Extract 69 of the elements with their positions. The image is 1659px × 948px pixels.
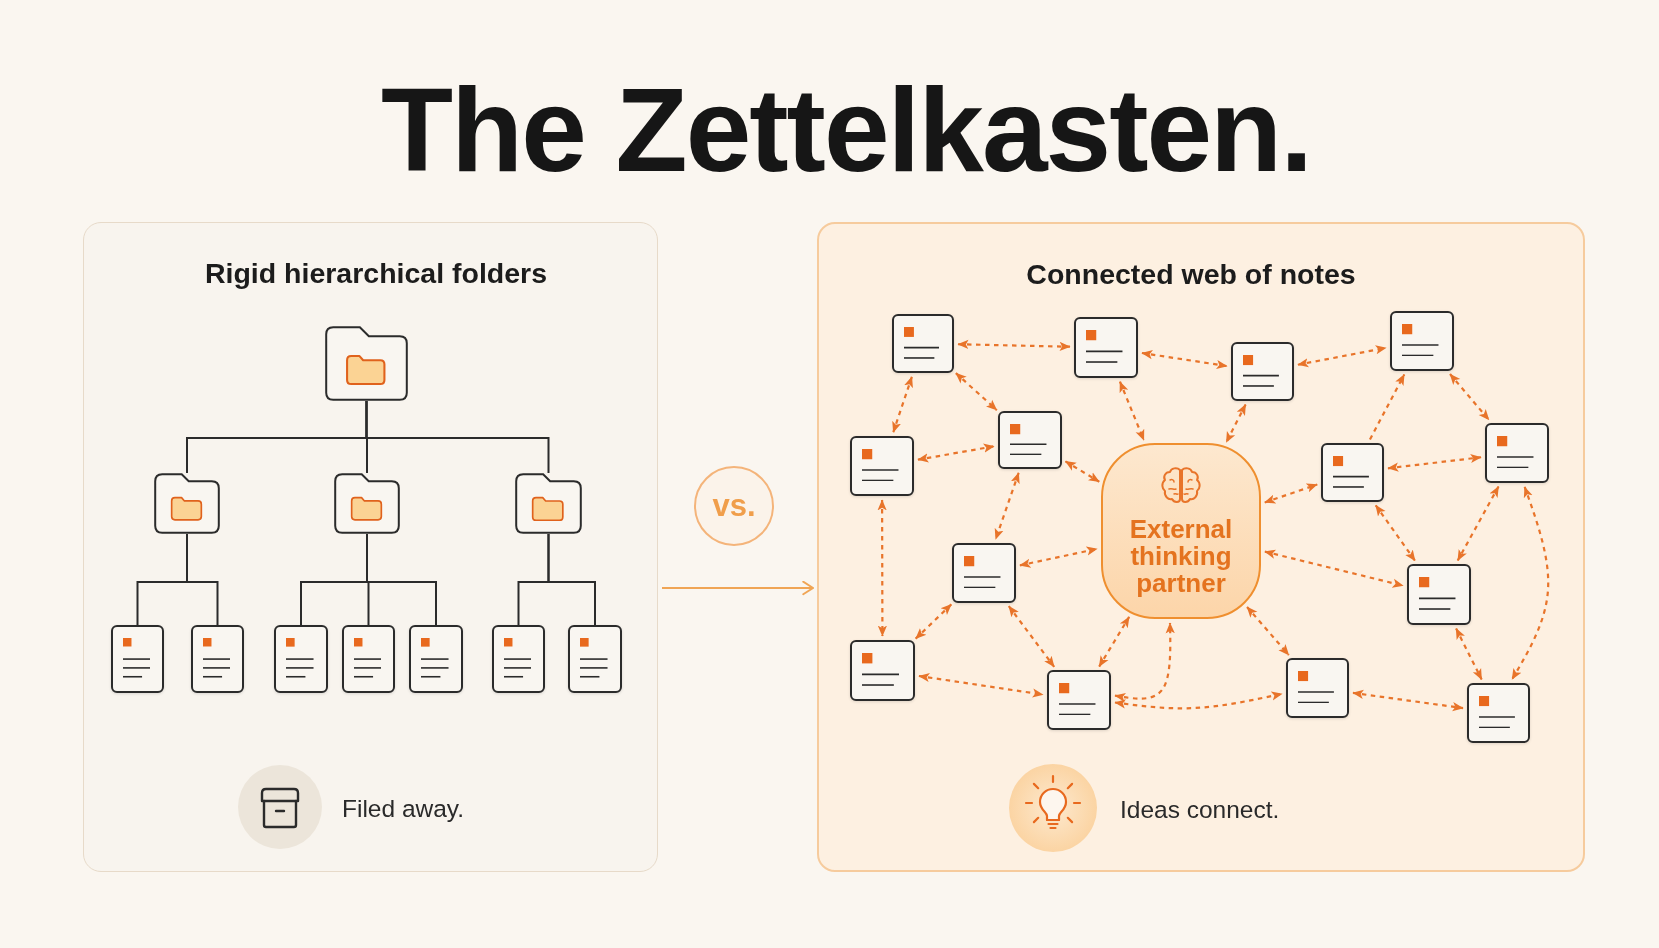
panel-heading: Connected web of notes [1026,257,1356,291]
panel [83,222,658,872]
hub-label: External thinking partner [1128,516,1234,597]
note-card [892,314,954,373]
note-card [1286,658,1349,718]
dashed-arrow [1511,486,1550,680]
vs-label: vs. [712,489,756,523]
dashed-arrow [1369,374,1406,440]
dashed-arrow [994,472,1020,540]
folder-card [153,472,220,534]
document-card [341,624,395,693]
dashed-arrow [957,339,1071,352]
arrow [661,580,814,596]
note-card [850,640,915,701]
dashed-arrow [1264,483,1318,504]
dashed-arrow [1114,691,1283,710]
folder-card [514,472,582,534]
panel-heading: Rigid hierarchical folders [204,256,548,290]
dashed-arrow [1007,605,1056,668]
dashed-arrow [1297,345,1387,368]
folder-card [333,472,400,534]
dashed-arrow [1455,628,1483,680]
folder-card [324,325,408,401]
panel-caption: Ideas connect. [1120,795,1280,825]
title: The Zettelkasten. [381,71,1311,189]
dashed-arrow [877,499,887,637]
connector-line [547,533,596,626]
dashed-arrow [1019,546,1098,568]
connector-line [186,533,219,626]
note-card [1390,311,1454,371]
document-card [273,624,328,693]
panel [817,222,1585,872]
connector-line [365,400,550,474]
document-card [491,624,545,693]
document-card [110,624,164,693]
note-card [1047,670,1111,730]
dashed-arrow [1098,616,1131,668]
document-card [190,624,244,693]
dashed-arrow [1246,606,1290,656]
connector-line [366,533,437,626]
note-card [1321,443,1384,502]
note-card [952,543,1016,603]
note-card [850,436,914,496]
document-card [408,624,463,693]
hub-box [1101,443,1261,619]
dashed-arrow [955,372,998,411]
note-card [1407,564,1471,625]
note-card [998,411,1062,469]
dashed-arrow [914,603,953,640]
dashed-arrow [1449,373,1490,421]
dashed-arrow [1114,622,1175,702]
dashed-arrow [1264,549,1404,588]
document-card [567,624,622,693]
dashed-arrow [1118,381,1145,441]
dashed-arrow [1225,404,1247,443]
panel-caption: Filed away. [342,794,465,824]
dashed-arrow [1456,485,1500,562]
dashed-arrow [918,672,1044,698]
dashed-arrow [917,443,995,463]
dashed-arrow [1374,504,1416,562]
note-card [1485,423,1549,483]
dashed-arrow [1352,689,1464,712]
dashed-arrow [1064,460,1100,483]
dashed-arrow [1141,350,1228,370]
dashed-arrow [1387,453,1482,472]
note-card [1074,317,1138,378]
note-card [1467,683,1530,743]
dashed-arrow [892,376,913,433]
note-card [1231,342,1294,401]
